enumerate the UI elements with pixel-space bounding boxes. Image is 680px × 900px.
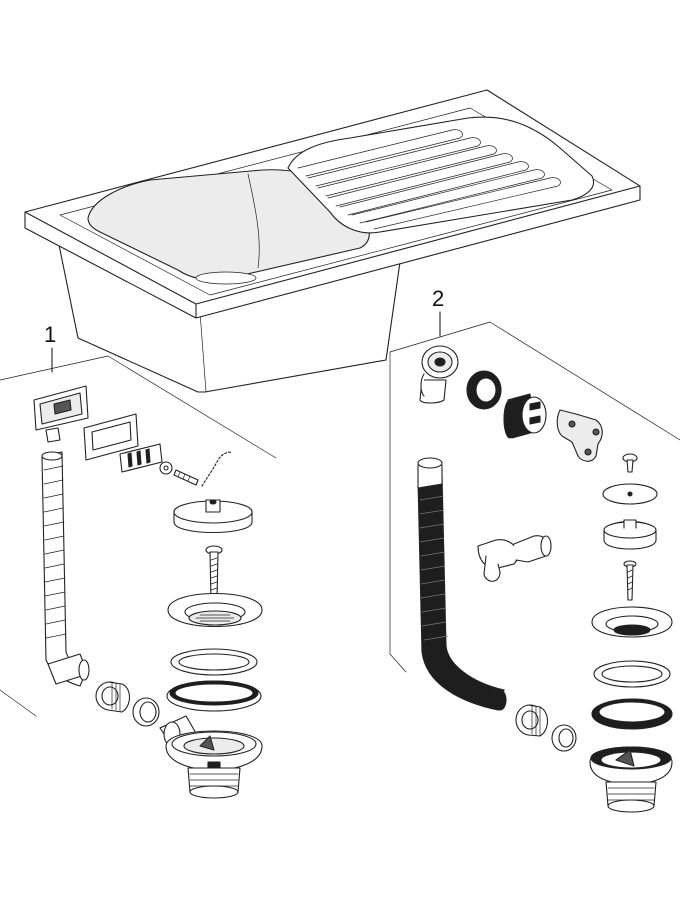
variant-1-overflow-grille [119, 443, 163, 473]
variant-2-frame-side [389, 351, 407, 673]
variant-2-cover-disc [602, 483, 658, 505]
variant-1-seal-ring-2 [166, 680, 262, 712]
variant-2-seal-ring-2 [591, 698, 673, 730]
variant-1-plug [173, 451, 253, 533]
variant-2-strainer [591, 606, 673, 638]
variant-2-gasket-ring [466, 370, 502, 410]
variant-1-label: 1 [44, 322, 56, 347]
variant-2-frame-top [389, 321, 680, 441]
variant-1-frame-top [0, 355, 277, 459]
variant-1-strainer [167, 592, 263, 628]
sink-basin-edge [199, 311, 207, 393]
variant-2-group: 2 [389, 286, 680, 813]
variant-2-label: 2 [432, 286, 444, 311]
variant-1-seal-ring-1 [170, 648, 258, 676]
variant-2-overflow-elbow [419, 345, 459, 404]
sink-drainer [287, 116, 594, 234]
variant-2-center-screw [623, 560, 637, 601]
variant-2-overflow-insert [503, 393, 547, 439]
sink-drainer-ribs [297, 129, 561, 230]
variant-1-overflow-hose [41, 451, 90, 687]
variant-1-hose-nut [95, 681, 131, 713]
variant-2-hose-clip [477, 535, 552, 582]
sink-drain-hole [195, 271, 257, 285]
variant-2-seal-ring-1 [593, 660, 671, 688]
sink-bowl-contour [247, 173, 260, 269]
variant-1-overflow-frame [83, 413, 139, 461]
variant-2-small-screw [622, 453, 638, 473]
variant-1-frame-bottom [0, 689, 37, 717]
variant-2-overflow-hose [417, 457, 507, 711]
variant-2-plug [603, 519, 657, 550]
variant-1-group: 1 [0, 322, 277, 799]
variant-1-screw-set [159, 461, 199, 486]
variant-1-waste-body [159, 715, 263, 799]
variant-2-hose-washer [551, 724, 577, 752]
variant-2-hose-nut [515, 704, 549, 737]
sink [24, 89, 641, 393]
variant-1-center-screw [205, 545, 223, 601]
variant-2-waste-body [589, 746, 673, 813]
variant-1-overflow-box [33, 385, 89, 443]
variant-1-hose-washer [132, 697, 160, 727]
variant-2-mounting-bracket [556, 409, 603, 462]
